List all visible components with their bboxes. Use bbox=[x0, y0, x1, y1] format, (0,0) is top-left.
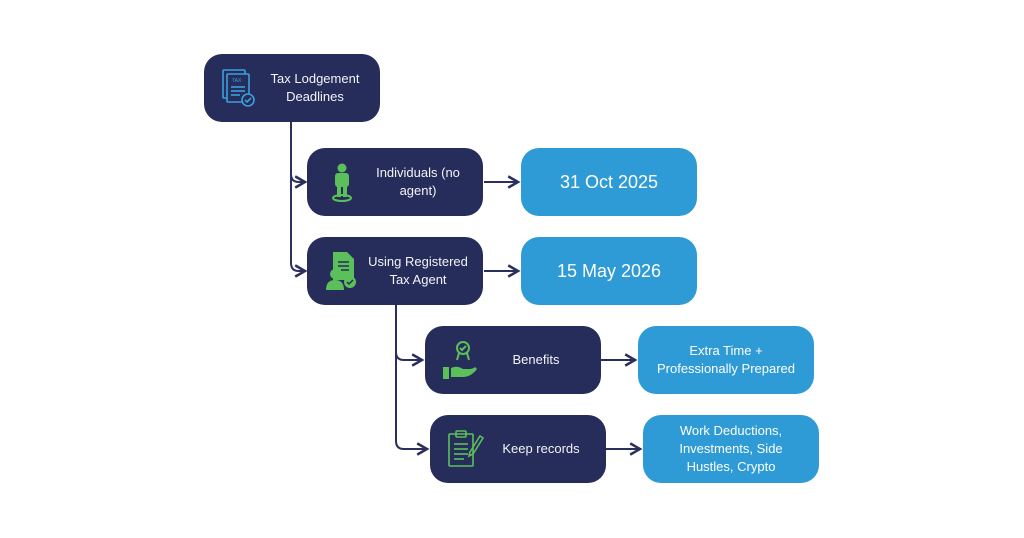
connector-root-agent bbox=[290, 170, 308, 278]
award-hand-icon bbox=[443, 341, 477, 379]
individuals-deadline-text: 31 Oct 2025 bbox=[559, 172, 659, 192]
benefits-node: Benefits bbox=[425, 326, 601, 394]
individuals-node: Individuals (no agent) bbox=[307, 148, 483, 216]
connector-root-individuals bbox=[290, 122, 308, 189]
root-node: TAX Tax Lodgement Deadlines bbox=[204, 54, 380, 122]
svg-text:TAX: TAX bbox=[232, 78, 242, 84]
connector-agent-records bbox=[395, 350, 430, 456]
root-label: Tax Lodgement Deadlines bbox=[270, 71, 360, 104]
clipboard-pen-icon bbox=[448, 430, 484, 467]
tax-agent-icon bbox=[326, 252, 356, 290]
connector-agent-benefits bbox=[395, 305, 425, 367]
keep-records-node: Keep records bbox=[430, 415, 606, 483]
benefits-result-text: Extra Time + Professionally Prepared bbox=[656, 343, 796, 376]
individuals-deadline: 31 Oct 2025 bbox=[521, 148, 697, 216]
benefits-label: Benefits bbox=[512, 352, 560, 367]
agent-deadline-text: 15 May 2026 bbox=[556, 261, 662, 281]
individuals-label: Individuals (no agent) bbox=[376, 165, 460, 198]
records-result-text: Work Deductions, Investments, Side Hustl… bbox=[679, 423, 783, 474]
benefits-result: Extra Time + Professionally Prepared bbox=[638, 326, 814, 394]
agent-deadline: 15 May 2026 bbox=[521, 237, 697, 305]
records-result: Work Deductions, Investments, Side Hustl… bbox=[643, 415, 819, 483]
tax-agent-label: Using Registered Tax Agent bbox=[368, 254, 468, 287]
keep-records-label: Keep records bbox=[502, 441, 580, 456]
tax-agent-node: Using Registered Tax Agent bbox=[307, 237, 483, 305]
tax-document-icon: TAX bbox=[222, 69, 255, 107]
person-icon bbox=[332, 163, 352, 202]
